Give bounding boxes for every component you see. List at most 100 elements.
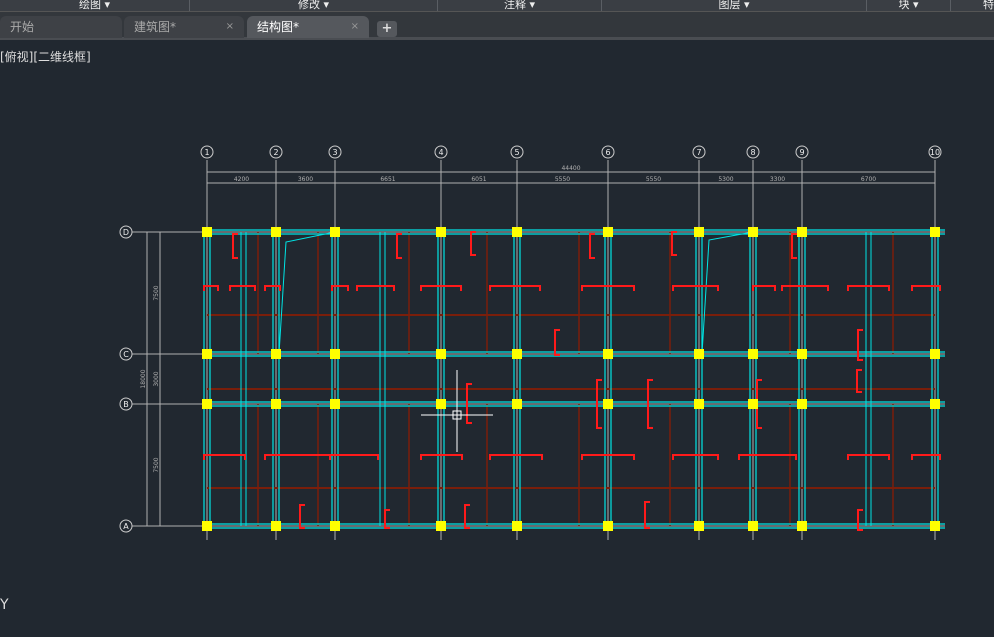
column <box>694 227 704 237</box>
column <box>512 399 522 409</box>
rebar-bracket <box>911 454 941 460</box>
axis-bubble <box>795 145 809 159</box>
tab-start[interactable]: 开始 <box>0 16 122 38</box>
dimension-text: 3600 <box>298 176 313 183</box>
axis-label: 6 <box>605 148 610 157</box>
column <box>694 349 704 359</box>
rebar-bracket <box>203 285 219 291</box>
rebar-bracket <box>581 285 635 291</box>
rebar-bracket <box>644 501 650 529</box>
column <box>930 227 940 237</box>
ucs-icon: Y <box>0 597 9 613</box>
dimension-text: 5550 <box>555 176 570 183</box>
axis-label: 5 <box>514 148 519 157</box>
axis-bubble <box>510 145 524 159</box>
column <box>748 349 758 359</box>
axis-label: C <box>123 350 129 359</box>
rebar-bracket <box>752 285 776 291</box>
close-icon[interactable]: × <box>350 21 359 32</box>
rebar-bracket <box>464 504 470 529</box>
menu-block[interactable]: 块 ▾ <box>867 0 951 11</box>
axis-label: 4 <box>438 148 443 157</box>
rebar-bracket <box>672 285 719 291</box>
dimension-text: 5550 <box>646 176 661 183</box>
rebar-bracket <box>554 329 560 356</box>
beam <box>701 231 754 355</box>
menu-layers[interactable]: 图层 ▾ <box>602 0 867 11</box>
rebar-bracket <box>420 454 463 460</box>
rebar-bracket <box>672 454 719 460</box>
rebar-bracket <box>264 285 281 291</box>
axis-label: D <box>123 228 129 237</box>
column <box>797 399 807 409</box>
rebar-bracket <box>470 231 476 256</box>
axis-label: 3 <box>332 148 337 157</box>
column <box>930 399 940 409</box>
column <box>436 521 446 531</box>
menu-modify[interactable]: 修改 ▾ <box>190 0 438 11</box>
column <box>271 227 281 237</box>
column <box>603 349 613 359</box>
rebar-bracket <box>581 454 635 460</box>
crosshair-pickbox <box>452 410 462 420</box>
rebar-bracket <box>489 285 541 291</box>
column <box>694 521 704 531</box>
viewport-controls[interactable]: [俯视][二维线框] <box>0 50 91 64</box>
dimension-text: 4200 <box>234 176 249 183</box>
menu-draw[interactable]: 绘图 ▾ <box>0 0 190 11</box>
axis-bubble <box>928 145 942 159</box>
tab-structure[interactable]: 结构图*× <box>247 16 369 38</box>
rebar-bracket <box>203 454 246 460</box>
column <box>930 349 940 359</box>
dimension-text: 6651 <box>380 176 395 183</box>
axis-bubble <box>119 347 133 361</box>
column <box>436 349 446 359</box>
menu-properties[interactable]: 特 <box>983 0 994 11</box>
rebar-bracket <box>847 285 890 291</box>
rebar-bracket <box>329 454 379 460</box>
menu-annotate[interactable]: 注释 ▾ <box>438 0 602 11</box>
column <box>748 521 758 531</box>
axis-label: 7 <box>696 148 701 157</box>
axis-bubble <box>601 145 615 159</box>
rebar-bracket <box>596 379 602 429</box>
column <box>271 521 281 531</box>
column <box>330 521 340 531</box>
beam <box>278 231 336 355</box>
column <box>202 399 212 409</box>
rebar-bracket <box>738 454 797 460</box>
tab-label: 建筑图* <box>134 20 177 34</box>
rebar-bracket <box>791 233 797 259</box>
column <box>330 349 340 359</box>
rebar-bracket <box>647 379 653 429</box>
ribbon-panel-bar: 绘图 ▾ 修改 ▾ 注释 ▾ 图层 ▾ 块 ▾ 特 <box>0 0 994 12</box>
column <box>512 521 522 531</box>
column <box>512 349 522 359</box>
rebar-bracket <box>911 285 941 291</box>
rebar-bracket <box>589 233 595 259</box>
column <box>603 521 613 531</box>
axis-label: 9 <box>799 148 804 157</box>
add-tab-button[interactable]: + <box>377 21 397 37</box>
dimension-text: 18000 <box>140 369 147 388</box>
column <box>797 227 807 237</box>
axis-bubble <box>746 145 760 159</box>
dimension-text: 7500 <box>153 457 160 472</box>
dimension-text: 6700 <box>861 176 876 183</box>
tab-architecture[interactable]: 建筑图* × <box>124 16 244 38</box>
column <box>603 227 613 237</box>
column <box>271 399 281 409</box>
rebar-bracket <box>232 233 238 259</box>
rebar-bracket <box>420 285 462 291</box>
axis-bubble <box>119 225 133 239</box>
axis-bubble <box>269 145 283 159</box>
close-icon[interactable]: × <box>225 21 234 32</box>
column <box>202 521 212 531</box>
axis-bubble <box>328 145 342 159</box>
axis-bubble <box>200 145 214 159</box>
column <box>512 227 522 237</box>
file-tab-bar: 开始 建筑图* × 结构图*× <box>0 12 994 40</box>
dimension-text: 5300 <box>718 176 733 183</box>
column <box>271 349 281 359</box>
